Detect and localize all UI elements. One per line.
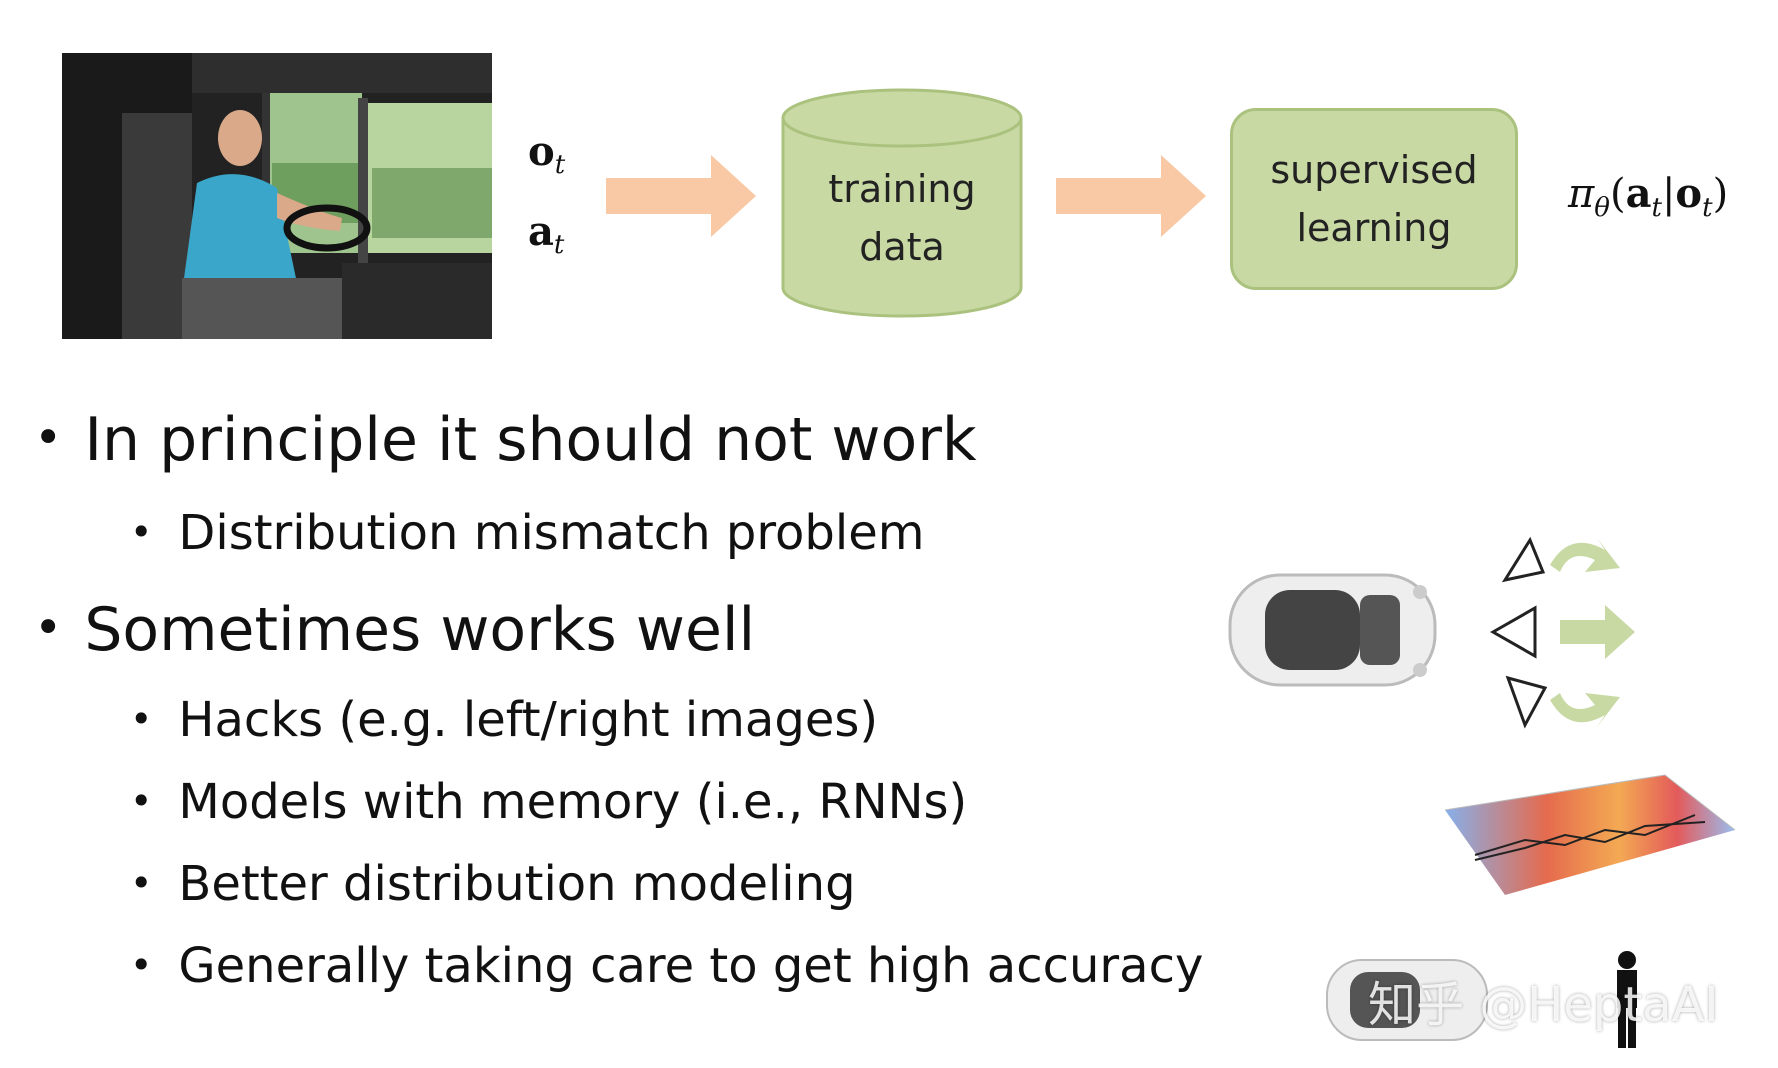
observation-label: ot	[528, 128, 565, 180]
policy-action: a	[1625, 170, 1652, 217]
bullet-item: • Better distribution modeling	[130, 856, 856, 912]
bullet-text: Generally taking care to get high accura…	[178, 938, 1204, 994]
bullet-dot: •	[34, 410, 63, 466]
action-label: at	[528, 208, 564, 260]
bullet-item: • Generally taking care to get high accur…	[130, 938, 1203, 994]
watermark: 知乎 @HeptaAI	[1368, 977, 1719, 1033]
bullet-item: • Hacks (e.g. left/right images)	[130, 692, 878, 748]
curved-arrow-down-icon	[1550, 693, 1620, 727]
arrow-to-supervised-learning	[1056, 155, 1206, 237]
car-and-person-illustration	[1326, 951, 1637, 1048]
observation-symbol: o	[528, 128, 555, 175]
bullet-item: • Models with memory (i.e., RNNs)	[130, 774, 967, 830]
bullet-text: Sometimes works well	[84, 595, 756, 665]
bullet-text: Distribution mismatch problem	[178, 505, 925, 561]
person-icon	[1617, 951, 1637, 1048]
camera-center-icon	[1489, 605, 1537, 659]
bullet-text: Models with memory (i.e., RNNs)	[178, 774, 968, 830]
supervised-learning-line1: supervised	[1270, 148, 1478, 192]
curved-arrow-up-icon	[1550, 538, 1620, 572]
bullet-item: • Distribution mismatch problem	[130, 505, 924, 561]
small-car-icon	[1326, 959, 1488, 1041]
policy-open-paren: (	[1609, 171, 1626, 217]
bullet-item: • In principle it should not work	[34, 405, 977, 475]
training-data-label: training data	[780, 160, 1024, 276]
supervised-learning-box: supervised learning	[1230, 108, 1518, 290]
bullet-text: In principle it should not work	[84, 405, 977, 475]
car-top-view-icon	[1228, 573, 1437, 687]
observation-subscript: t	[554, 150, 566, 180]
bullet-item: • Sometimes works well	[34, 595, 755, 665]
policy-theta: θ	[1594, 193, 1610, 223]
policy-formula: πθ(at|ot)	[1568, 170, 1728, 223]
car-camera-illustration	[1228, 536, 1635, 729]
policy-close-paren: )	[1712, 171, 1729, 217]
bullet-dot: •	[130, 861, 153, 905]
policy-pi: π	[1568, 171, 1595, 217]
bullet-dot: •	[130, 943, 153, 987]
training-data-line1: training	[828, 167, 976, 211]
bullet-text: Hacks (e.g. left/right images)	[178, 692, 879, 748]
bullet-dot: •	[130, 779, 153, 823]
supervised-learning-label: supervised learning	[1270, 141, 1477, 257]
driver-illustration	[62, 53, 492, 339]
straight-arrow-right-icon	[1560, 605, 1635, 659]
training-data-line2: data	[859, 225, 945, 269]
policy-observation-subscript: t	[1702, 193, 1713, 223]
action-symbol: a	[528, 208, 554, 255]
camera-right-icon	[1505, 675, 1548, 729]
truck-driver-photo	[62, 53, 492, 339]
action-subscript: t	[553, 230, 565, 260]
bullet-dot: •	[130, 697, 153, 741]
arrow-to-training-data	[606, 155, 756, 237]
policy-observation: o	[1675, 170, 1703, 217]
bullet-dot: •	[34, 600, 63, 656]
supervised-learning-line2: learning	[1296, 206, 1452, 250]
distribution-surface-plot	[1444, 774, 1736, 895]
policy-bar: |	[1661, 171, 1676, 217]
training-data-cylinder	[781, 88, 1023, 318]
camera-left-icon	[1501, 536, 1546, 583]
policy-action-subscript: t	[1651, 193, 1662, 223]
bullet-text: Better distribution modeling	[178, 856, 856, 912]
bullet-dot: •	[130, 510, 153, 554]
